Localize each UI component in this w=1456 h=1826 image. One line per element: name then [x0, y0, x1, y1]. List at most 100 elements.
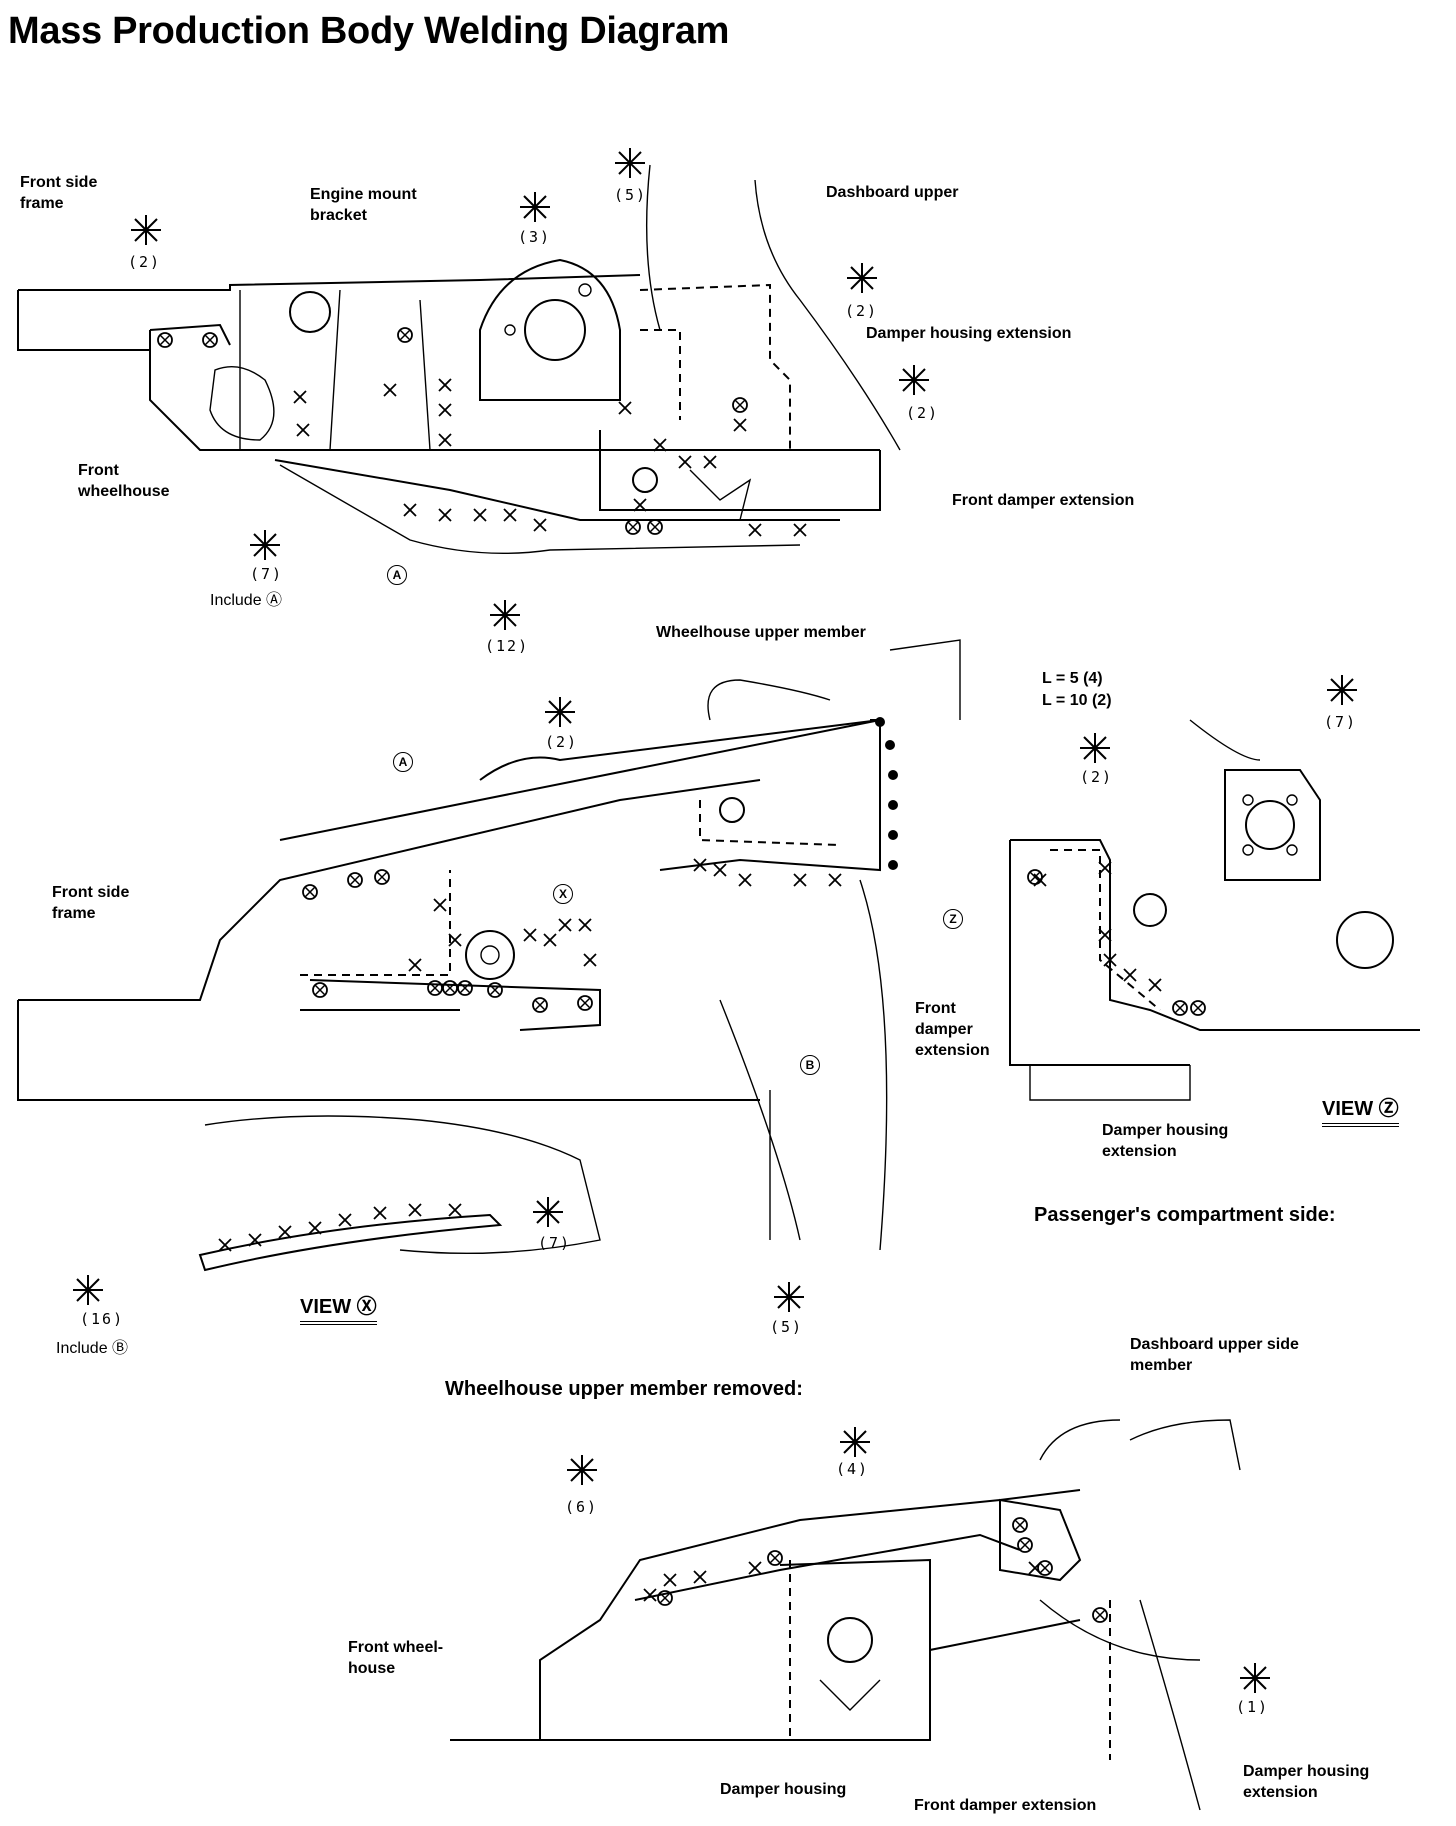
plug-weld-icon	[647, 519, 663, 535]
spot-weld-x-icon	[373, 1206, 387, 1220]
spot-weld-x-icon	[1098, 928, 1112, 942]
spot-weld-x-icon	[543, 933, 557, 947]
spot-weld-x-icon	[408, 1203, 422, 1217]
spot-weld-x-icon	[558, 918, 572, 932]
diagram-4-artwork	[450, 1419, 1241, 1811]
plug-weld-icon	[1012, 1517, 1028, 1533]
marker-z: Z	[943, 909, 963, 929]
spot-weld-x-icon	[433, 898, 447, 912]
spot-weld-x-icon	[693, 858, 707, 872]
spot-weld-x-icon	[618, 401, 632, 415]
label-damper-housing: Damper housing	[720, 1781, 847, 1798]
spot-weld-x-icon	[448, 1203, 462, 1217]
spot-weld-x-icon	[438, 433, 452, 447]
spot-weld-x-icon	[1123, 968, 1137, 982]
spot-weld-x-icon	[1103, 953, 1117, 967]
weld-asterisk-icon	[1240, 1663, 1270, 1693]
plug-weld-icon	[732, 397, 748, 413]
plug-weld-icon	[202, 332, 218, 348]
weld-count-5: (5)	[614, 186, 648, 204]
label-dashboard-upper: Dashboard upper	[826, 184, 959, 201]
spot-weld-x-icon	[438, 378, 452, 392]
weld-count-2d: (2)	[545, 733, 579, 751]
diagram-2-artwork	[17, 639, 961, 1272]
spot-weld-x-icon	[713, 863, 727, 877]
weld-asterisk-icon	[490, 600, 520, 630]
spot-weld-x-icon	[633, 498, 647, 512]
spot-weld-x-icon	[218, 1238, 232, 1252]
weld-count-2e: (2)	[1080, 768, 1114, 786]
plug-weld-icon	[1172, 1000, 1188, 1016]
weld-asterisk-icon	[615, 148, 645, 178]
label-front-wheelhouse-2: Front wheel- house	[348, 1639, 444, 1677]
weld-count-2a: (2)	[128, 253, 162, 271]
weld-asterisk-icon	[131, 215, 161, 245]
plug-weld-icon	[1017, 1537, 1033, 1553]
label-passenger-side: Passenger's compartment side:	[1034, 1204, 1336, 1226]
spot-weld-x-icon	[1098, 861, 1112, 875]
spot-weld-x-icon	[408, 958, 422, 972]
label-front-damper-extension: Front damper extension	[952, 492, 1135, 509]
spot-weld-x-icon	[438, 403, 452, 417]
label-front-side-frame: Front side frame	[20, 174, 98, 212]
spot-weld-x-icon	[403, 503, 417, 517]
subtitle-wheelhouse-removed: Wheelhouse upper member removed:	[445, 1378, 803, 1400]
spot-weld-x-icon	[503, 508, 517, 522]
spot-weld-x-icon	[703, 455, 717, 469]
label-front-damper-extension-2: Front damper extension	[915, 1000, 990, 1059]
spot-weld-x-icon	[793, 873, 807, 887]
plug-weld-icon	[767, 1550, 783, 1566]
weld-count-4: (4)	[836, 1460, 870, 1478]
spot-weld-x-icon	[793, 523, 807, 537]
label-damper-housing-extension-3: Damper housing extension	[1243, 1763, 1370, 1801]
seam-weld-dot-icon	[888, 860, 898, 870]
plug-weld-icon	[442, 980, 458, 996]
label-front-damper-extension-3: Front damper extension	[914, 1797, 1097, 1814]
weld-asterisk-icon	[1080, 733, 1110, 763]
weld-count-12: (12)	[485, 637, 530, 655]
label-wheelhouse-upper-member: Wheelhouse upper member	[656, 624, 866, 641]
weld-asterisk-icon	[545, 697, 575, 727]
label-l10: L = 10 (2)	[1042, 692, 1112, 709]
marker-a: A	[387, 565, 407, 585]
spot-weld-x-icon	[678, 455, 692, 469]
label-l5: L = 5 (4)	[1042, 670, 1103, 687]
weld-count-6: (6)	[565, 1498, 599, 1516]
spot-weld-x-icon	[438, 508, 452, 522]
spot-weld-x-icon	[278, 1225, 292, 1239]
plug-weld-icon	[312, 982, 328, 998]
label-front-wheelhouse: Front wheelhouse	[78, 462, 170, 500]
weld-asterisk-icon	[840, 1427, 870, 1457]
plug-weld-icon	[427, 980, 443, 996]
seam-weld-dot-icon	[888, 800, 898, 810]
spot-weld-x-icon	[383, 383, 397, 397]
label-include-b: Include Ⓑ	[56, 1340, 129, 1357]
plug-weld-icon	[577, 995, 593, 1011]
weld-count-2c: (2)	[906, 404, 940, 422]
diagram-1-artwork	[17, 164, 901, 555]
spot-weld-x-icon	[643, 1588, 657, 1602]
spot-weld-x-icon	[473, 508, 487, 522]
spot-weld-x-icon	[738, 873, 752, 887]
plug-weld-icon	[374, 869, 390, 885]
marker-b: B	[800, 1055, 820, 1075]
plug-weld-icon	[1027, 869, 1043, 885]
spot-weld-x-icon	[748, 1561, 762, 1575]
weld-count-2b: (2)	[845, 302, 879, 320]
plug-weld-icon	[347, 872, 363, 888]
plug-weld-icon	[302, 884, 318, 900]
spot-weld-x-icon	[663, 1573, 677, 1587]
label-engine-mount-bracket: Engine mount bracket	[310, 186, 417, 224]
spot-weld-x-icon	[733, 418, 747, 432]
spot-weld-x-icon	[308, 1221, 322, 1235]
spot-weld-x-icon	[448, 933, 462, 947]
spot-weld-x-icon	[583, 953, 597, 967]
weld-asterisk-icon	[533, 1197, 563, 1227]
spot-weld-x-icon	[296, 423, 310, 437]
plug-weld-icon	[457, 980, 473, 996]
plug-weld-icon	[1037, 1560, 1053, 1576]
label-view-z: VIEW Ⓩ	[1322, 1092, 1399, 1127]
spot-weld-x-icon	[248, 1233, 262, 1247]
